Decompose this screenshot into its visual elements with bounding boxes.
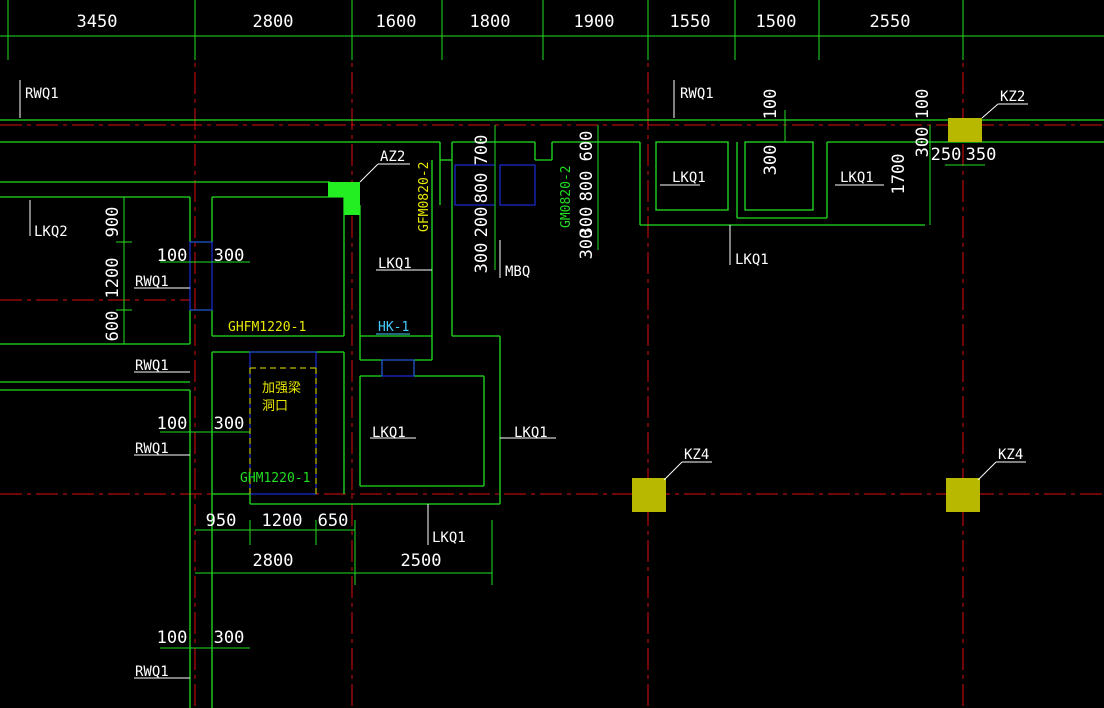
top-dim-1: 3450 (77, 12, 118, 32)
label-rwq1-1: RWQ1 (135, 274, 169, 290)
label-ghfm1220: GHFM1220-1 (228, 320, 306, 335)
dim-bottom-1200: 1200 (262, 511, 303, 531)
dim-bottom-950: 950 (206, 511, 237, 531)
note-reinforced-beam: 加强梁 (262, 381, 301, 396)
label-lkq1-right: LKQ1 (514, 425, 548, 441)
dim-left-900: 900 (103, 207, 123, 238)
dim-right-100b: 100 (913, 89, 933, 120)
dim-cr-600: 600 (577, 131, 597, 162)
column-kz2 (948, 118, 982, 142)
dim-door-middle-300: 300 (214, 414, 245, 434)
label-mbq: MBQ (505, 264, 530, 280)
dim-cr-800: 800 (577, 171, 597, 202)
dim-right-1700: 1700 (889, 154, 909, 195)
side-dimension-texts: 900 1200 600 100 300 100 300 100 300 950… (103, 89, 996, 648)
dim-center-700: 700 (472, 135, 492, 166)
dim-right-350: 350 (966, 145, 997, 165)
dim-right-100a: 100 (761, 89, 781, 120)
labels: RWQ1 RWQ1 LKQ2 RWQ1 RWQ1 RWQ1 RWQ1 LKQ1 … (25, 86, 1025, 680)
dim-door-lower-100: 100 (157, 628, 188, 648)
dim-bottom-2800: 2800 (253, 551, 294, 571)
top-dim-7: 1500 (756, 12, 797, 32)
note-opening: 洞口 (262, 399, 288, 414)
dim-door-upper-100: 100 (157, 246, 188, 266)
dim-door-lower-300: 300 (214, 628, 245, 648)
label-lkq1-room: LKQ1 (372, 425, 406, 441)
label-hk1: HK-1 (378, 320, 409, 335)
dim-bottom-2500: 2500 (401, 551, 442, 571)
label-rwq1-2: RWQ1 (135, 358, 169, 374)
dim-right-300b: 300 (913, 127, 933, 158)
top-dimension-chain: 3450 2800 1600 1800 1900 1550 1500 2550 (0, 0, 1104, 60)
label-lkq2: LKQ2 (34, 224, 68, 240)
column-az2 (328, 182, 360, 215)
label-lkq1-room-b: LKQ1 (840, 170, 874, 186)
label-kz2: KZ2 (1000, 89, 1025, 105)
column-kz4-a (632, 478, 666, 512)
dim-center-300: 300 (472, 243, 492, 274)
dim-door-upper-300: 300 (214, 246, 245, 266)
top-dim-4: 1800 (470, 12, 511, 32)
top-dim-5: 1900 (574, 12, 615, 32)
label-rwq1-top-right: RWQ1 (680, 86, 714, 102)
label-rwq1-top-left: RWQ1 (25, 86, 59, 102)
top-dim-6: 1550 (670, 12, 711, 32)
top-dim-2: 2800 (253, 12, 294, 32)
dim-cr-300b: 300 (577, 229, 597, 260)
dim-left-1200: 1200 (103, 258, 123, 299)
label-lkq1-bottom: LKQ1 (432, 530, 466, 546)
dim-bottom-650: 650 (318, 511, 349, 531)
label-ghm1220: GHM1220-1 (240, 471, 310, 486)
dim-door-middle-100: 100 (157, 414, 188, 434)
columns (328, 118, 982, 512)
label-gfm0820: GFM0820-2 (417, 162, 432, 232)
label-lkq1-corridor: LKQ1 (378, 256, 412, 272)
dim-cr-300a: 300 (577, 207, 597, 238)
walls (0, 119, 1104, 708)
dim-center-800: 800 (472, 173, 492, 204)
top-dim-8: 2550 (870, 12, 911, 32)
label-kz4-b: KZ4 (998, 447, 1023, 463)
label-rwq1-4: RWQ1 (135, 664, 169, 680)
dim-left-600: 600 (103, 311, 123, 342)
label-rwq1-3: RWQ1 (135, 441, 169, 457)
label-kz4-a: KZ4 (684, 447, 709, 463)
side-dimension-lines (116, 110, 985, 649)
openings (189, 164, 536, 495)
top-dim-3: 1600 (376, 12, 417, 32)
column-kz4-b (946, 478, 980, 512)
dim-center-200: 200 (472, 207, 492, 238)
dim-right-250: 250 (931, 145, 962, 165)
leaders (19, 80, 1028, 679)
dim-right-300a: 300 (761, 145, 781, 176)
label-lkq1-below-rooms: LKQ1 (735, 252, 769, 268)
label-lkq1-room-a: LKQ1 (672, 170, 706, 186)
label-az2: AZ2 (380, 149, 405, 165)
label-gm0820: GM0820-2 (559, 165, 574, 228)
